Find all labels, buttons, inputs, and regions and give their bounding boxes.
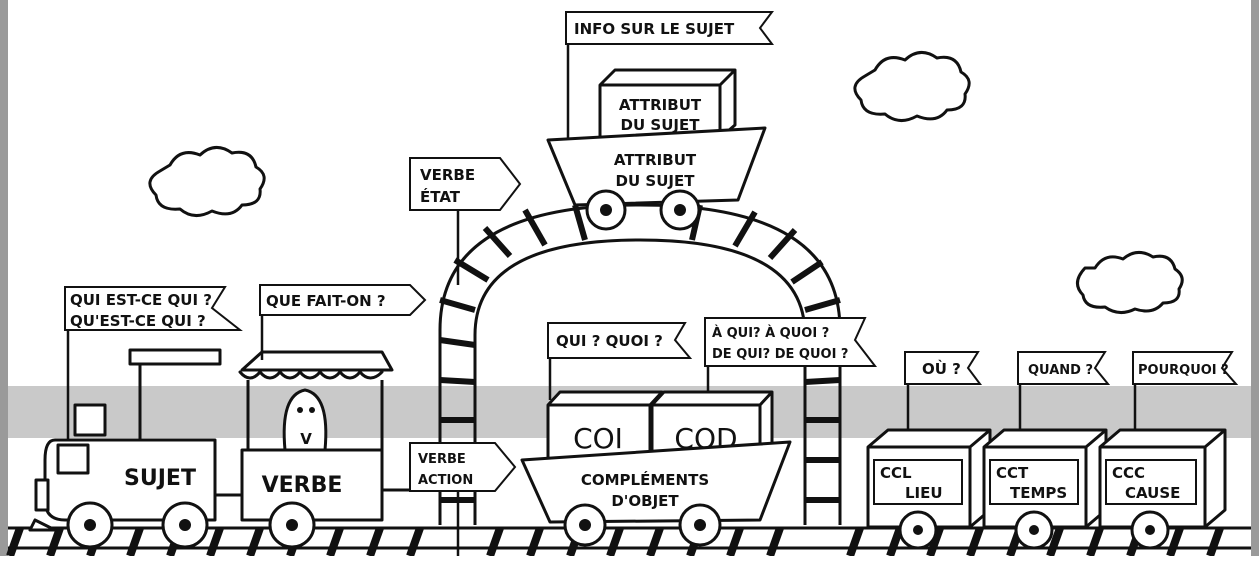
cloud-icon bbox=[853, 51, 971, 122]
sign-action-verb-line2: ACTION bbox=[418, 473, 473, 488]
sign-time-text: QUAND ? bbox=[1028, 363, 1093, 378]
sign-place-text: OÙ ? bbox=[922, 359, 961, 378]
object-cart: COI COD COMPLÉMENTS D'OBJET bbox=[520, 390, 792, 547]
locomotive: SUJET bbox=[28, 348, 245, 549]
character-icon bbox=[282, 388, 328, 452]
cct-sub-label: TEMPS bbox=[1010, 484, 1067, 502]
cloud-icon bbox=[1076, 251, 1184, 314]
track-arch bbox=[438, 203, 842, 545]
sign-object-question-text: QUI ? QUOI ? bbox=[556, 332, 663, 350]
sign-verb-question: QUE FAIT-ON ? bbox=[259, 284, 427, 316]
coi-box-label: COI bbox=[573, 422, 623, 455]
sign-action-verb: VERBE ACTION bbox=[409, 442, 517, 492]
place-complement-car: CCL LIEU bbox=[866, 428, 992, 550]
sign-time-question: QUAND ? bbox=[1017, 351, 1111, 385]
sign-info-subject: INFO SUR LE SUJET bbox=[565, 11, 774, 45]
left-frame bbox=[0, 0, 8, 556]
time-complement-car: CCT TEMPS bbox=[982, 428, 1108, 550]
sign-verb-text: QUE FAIT-ON ? bbox=[266, 292, 386, 310]
sign-state-verb: VERBE ÉTAT bbox=[409, 157, 522, 211]
cause-complement-car: CCC CAUSE bbox=[1098, 428, 1227, 550]
attribute-cart-line1: ATTRIBUT bbox=[614, 151, 697, 169]
sign-subject-line1: QUI EST-CE QUI ? bbox=[70, 291, 212, 309]
ccc-sub-label: CAUSE bbox=[1125, 484, 1180, 502]
sign-indirect-line2: DE QUI? DE QUOI ? bbox=[712, 347, 848, 362]
sign-object-question: QUI ? QUOI ? bbox=[547, 322, 693, 359]
sign-cause-question: POURQUOI ? bbox=[1132, 351, 1239, 385]
sign-action-verb-line1: VERBE bbox=[418, 452, 466, 467]
ccl-label: CCL bbox=[880, 464, 912, 482]
sign-info-subject-text: INFO SUR LE SUJET bbox=[574, 20, 735, 38]
sign-state-verb-line1: VERBE bbox=[420, 166, 475, 184]
verb-car: V VERBE bbox=[238, 350, 440, 549]
locomotive-label: SUJET bbox=[124, 466, 196, 491]
sign-indirect-question: À QUI? À QUOI ? DE QUI? DE QUOI ? bbox=[704, 317, 878, 367]
verb-car-label: VERBE bbox=[262, 473, 343, 498]
track-arch-inner bbox=[473, 238, 807, 545]
attribute-box-line1: ATTRIBUT bbox=[619, 96, 702, 114]
cct-label: CCT bbox=[996, 464, 1029, 482]
sign-indirect-line1: À QUI? À QUOI ? bbox=[712, 325, 829, 341]
attribute-cart-line2: DU SUJET bbox=[616, 172, 696, 190]
character-badge: V bbox=[300, 430, 312, 448]
arch-ties bbox=[439, 204, 841, 503]
sign-subject-line2: QU'EST-CE QUI ? bbox=[70, 312, 206, 330]
cloud-icon bbox=[148, 146, 266, 217]
object-cart-line1: COMPLÉMENTS bbox=[581, 470, 709, 489]
sign-subject-question: QUI EST-CE QUI ? QU'EST-CE QUI ? bbox=[64, 286, 243, 331]
attribute-cart: ATTRIBUT DU SUJET ATTRIBUT DU SUJET bbox=[546, 68, 767, 231]
sign-cause-text: POURQUOI ? bbox=[1138, 363, 1229, 378]
sign-place-question: OÙ ? bbox=[904, 351, 982, 385]
sign-state-verb-line2: ÉTAT bbox=[420, 187, 461, 206]
attribute-box-line2: DU SUJET bbox=[621, 116, 701, 134]
object-cart-line2: D'OBJET bbox=[611, 492, 679, 510]
ccc-label: CCC bbox=[1112, 464, 1145, 482]
right-frame bbox=[1251, 0, 1259, 556]
ccl-sub-label: LIEU bbox=[905, 484, 943, 502]
